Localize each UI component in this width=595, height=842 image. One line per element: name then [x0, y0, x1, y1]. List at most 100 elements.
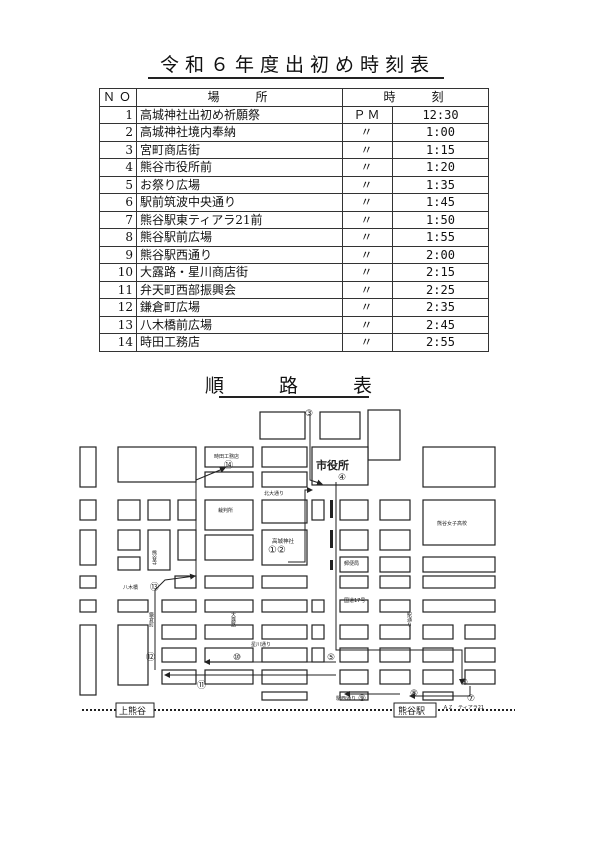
label-kumagaya-station: 熊谷駅	[398, 705, 425, 717]
label-kamakura-cho: 鎌倉町	[148, 611, 154, 627]
row-ampm: 〃	[342, 123, 393, 142]
label-takagi-shrine: 高城神社	[272, 537, 295, 545]
row-number: 9	[99, 245, 137, 264]
label-route17: 国道17号	[344, 597, 365, 604]
route-title: 順 路 表	[204, 375, 390, 397]
row-place: 時田工務店	[136, 333, 343, 352]
label-kumagaya-temple: 熊谷寺	[151, 549, 157, 565]
row-number: 6	[99, 193, 137, 212]
label-kita-odori: 北大通り	[264, 490, 284, 497]
road-median	[330, 500, 333, 570]
row-number: 4	[99, 158, 137, 177]
row-place: 高城神社境内奉納	[136, 123, 343, 142]
row-place: 熊谷駅西通り	[136, 245, 343, 264]
label-tokita: 時田工務店	[214, 453, 239, 460]
row-time: 2:55	[391, 333, 490, 352]
label-az-tiara: ＡＺ ティアラ21	[443, 705, 484, 711]
label-oroji: 大露路	[230, 611, 236, 628]
row-number: 1	[99, 105, 137, 124]
label-post-office: 郵便局	[344, 560, 359, 567]
stop-9: ⑨	[358, 694, 366, 704]
stop-12: ⑫	[146, 652, 155, 663]
title-underline	[148, 77, 444, 79]
row-number: 10	[99, 263, 137, 282]
row-number: 5	[99, 175, 137, 194]
row-place: 鎌倉町広場	[136, 298, 343, 317]
row-number: 2	[99, 123, 137, 142]
row-time: 2:35	[391, 298, 490, 317]
row-time: 12:30	[391, 105, 490, 124]
row-ampm: 〃	[342, 158, 393, 177]
row-ampm: 〃	[342, 298, 393, 317]
row-number: 13	[99, 315, 137, 334]
row-place: 弁天町西部振興会	[136, 280, 343, 299]
row-ampm: 〃	[342, 315, 393, 334]
city-blocks	[79, 409, 496, 701]
label-shrine-marks: ①②	[268, 545, 286, 556]
row-number: 11	[99, 280, 137, 299]
row-ampm: 〃	[342, 245, 393, 264]
row-time: 2:00	[391, 245, 490, 264]
stop-10: ⑩	[233, 653, 241, 663]
label-ekidori: 駅通り	[406, 612, 412, 628]
stop-7: ⑦	[467, 694, 475, 704]
stop-11: ⑪	[197, 680, 206, 691]
row-ampm: 〃	[342, 333, 393, 352]
header-no: ＮＯ	[99, 88, 137, 107]
route-path	[154, 414, 471, 699]
row-number: 12	[99, 298, 137, 317]
row-number: 3	[99, 140, 137, 159]
row-time: 2:15	[391, 263, 490, 282]
row-place: 熊谷駅前広場	[136, 228, 343, 247]
row-time: 1:55	[391, 228, 490, 247]
row-time: 1:20	[391, 158, 490, 177]
row-number: 14	[99, 333, 137, 352]
label-ekinishi: 駅西通り	[336, 695, 356, 702]
stop-5: ⑤	[327, 653, 335, 663]
table-header-row: ＮＯ 場 所 時 刻	[99, 88, 490, 107]
row-place: 熊谷駅東ティアラ21前	[136, 210, 343, 229]
stop-3: ③	[305, 409, 313, 419]
label-girls-school: 熊谷女子高校	[437, 520, 467, 527]
page-title: 令和６年度出初め時刻表	[159, 54, 435, 76]
label-city-hall: 市役所	[316, 458, 349, 472]
row-number: 7	[99, 210, 137, 229]
row-ampm: 〃	[342, 210, 393, 229]
row-place: お祭り広場	[136, 175, 343, 194]
row-ampm: ＰＭ	[342, 105, 393, 124]
route-map: 市役所 時田工務店 北大通り 裁判所 高城神社 ①② 郵便局 熊谷女子高校 熊谷…	[79, 409, 515, 718]
row-place: 駅前筑波中央通り	[136, 193, 343, 212]
row-time: 1:00	[391, 123, 490, 142]
header-time: 時 刻	[341, 88, 490, 107]
row-place: 熊谷市役所前	[136, 158, 343, 177]
row-time: 2:45	[391, 315, 490, 334]
row-time: 1:50	[391, 210, 490, 229]
row-ampm: 〃	[342, 280, 393, 299]
row-ampm: 〃	[342, 193, 393, 212]
row-time: 1:15	[391, 140, 490, 159]
stop-4: ④	[338, 473, 346, 483]
row-time: 2:25	[391, 280, 490, 299]
stop-14: ⑭	[224, 460, 233, 471]
row-ampm: 〃	[342, 228, 393, 247]
row-number: 8	[99, 228, 137, 247]
row-ampm: 〃	[342, 140, 393, 159]
row-place: 宮町商店街	[136, 140, 343, 159]
row-time: 1:35	[391, 175, 490, 194]
stop-8: ⑧	[410, 689, 418, 699]
row-place: 高城神社出初め祈願祭	[136, 105, 343, 124]
